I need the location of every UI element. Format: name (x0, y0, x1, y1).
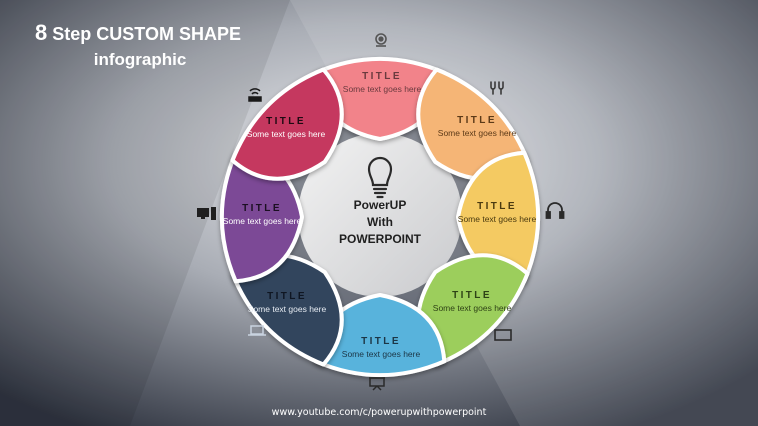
petal-label-5: TITLE Some text goes here (321, 336, 441, 360)
page-title: 8 Step CUSTOM SHAPE infographic (0, 20, 290, 72)
petal-6-title: TITLE (267, 291, 307, 302)
title-line-1: Step CUSTOM SHAPE (52, 24, 241, 44)
connector-plugs-icon (490, 81, 504, 95)
hub-line-2: With (367, 215, 393, 229)
title-line-2: infographic (93, 50, 187, 69)
petal-1-text: Some text goes here (342, 84, 422, 94)
petal-6-text: Some text goes here (247, 304, 327, 314)
projector-screen-icon (369, 377, 385, 391)
petal-3-text: Some text goes here (457, 214, 537, 224)
monitor-icon (494, 329, 512, 341)
petal-label-4: TITLE Some text goes here (412, 290, 532, 314)
petal-label-3: TITLE Some text goes here (437, 201, 557, 225)
laptop-icon (248, 325, 266, 336)
petal-label-8: TITLE Some text goes here (226, 116, 346, 140)
hub-line-1: PowerUP (353, 198, 407, 212)
desktop-computer-icon (197, 207, 216, 220)
petal-3-title: TITLE (477, 201, 517, 212)
petal-8-text: Some text goes here (246, 129, 326, 139)
petal-7-text: Some text goes here (222, 216, 302, 226)
petal-8 (230, 67, 344, 181)
petal-8-title: TITLE (266, 116, 306, 127)
hub-text: PowerUP With POWERPOINT (320, 197, 440, 248)
petal-5-title: TITLE (361, 336, 401, 347)
petal-label-6: TITLE Some text goes here (227, 291, 347, 315)
petal-4-text: Some text goes here (432, 303, 512, 313)
title-step-number: 8 (35, 20, 48, 45)
footer-url: www.youtube.com/c/powerupwithpowerpoint (271, 407, 487, 418)
webcam-icon (375, 33, 387, 47)
petal-2-text: Some text goes here (437, 128, 517, 138)
petal-label-2: TITLE Some text goes here (417, 115, 537, 139)
petal-5-text: Some text goes here (341, 349, 421, 359)
petal-label-1: TITLE Some text goes here (322, 71, 442, 95)
router-icon (248, 88, 262, 102)
lightbulb-icon (367, 156, 393, 199)
petal-7-title: TITLE (242, 203, 282, 214)
petal-1-title: TITLE (362, 71, 402, 82)
hub-line-3: POWERPOINT (338, 232, 421, 246)
petal-label-7: TITLE Some text goes here (202, 203, 322, 227)
headphones-icon (545, 202, 565, 219)
petal-2-title: TITLE (457, 115, 497, 126)
center-hub (298, 133, 462, 297)
petal-4-title: TITLE (452, 290, 492, 301)
